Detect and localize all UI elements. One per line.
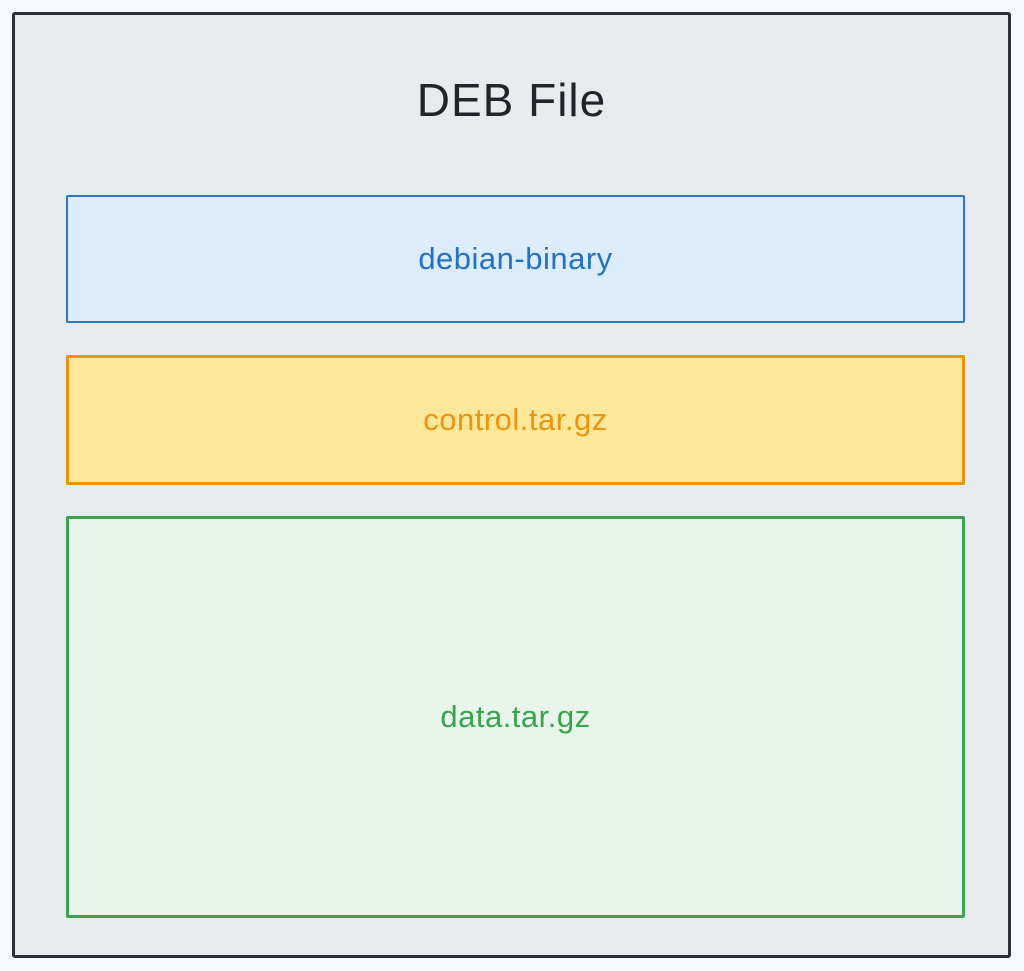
box-data-tar-gz: data.tar.gz xyxy=(66,516,965,918)
diagram-title: DEB File xyxy=(416,74,607,126)
box-debian-binary-label: debian-binary xyxy=(418,241,613,276)
box-control-tar-gz-label: control.tar.gz xyxy=(423,402,608,437)
box-data-tar-gz-label: data.tar.gz xyxy=(440,699,591,734)
box-debian-binary: debian-binary xyxy=(66,195,965,323)
box-control-tar-gz: control.tar.gz xyxy=(66,355,965,485)
deb-file-container: DEB File debian-binary control.tar.gz da… xyxy=(12,12,1011,958)
